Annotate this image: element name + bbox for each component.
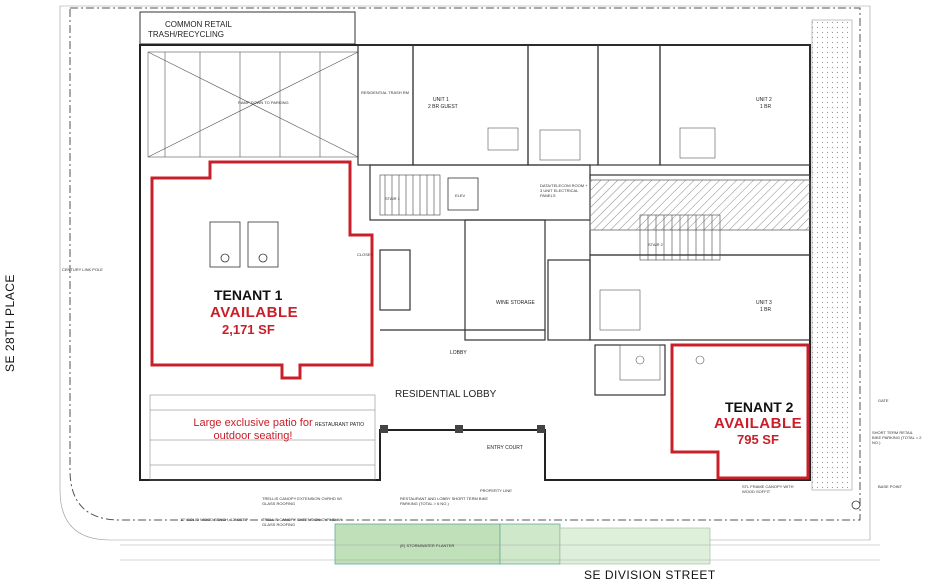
unit3-sub: 1 BR bbox=[760, 307, 772, 313]
tenant2-status: AVAILABLE bbox=[714, 415, 803, 432]
street-label-west: SE 28TH PLACE bbox=[3, 274, 17, 372]
tenant1-area: 2,171 SF bbox=[222, 322, 275, 337]
stormwater-planter bbox=[334, 523, 711, 565]
trellis1-label: TRELLIS CANOPY EXTENSION OVRHD W/ GLASS … bbox=[262, 496, 342, 506]
restaurant-bike-label: RESTAURANT AND LOBBY SHORT TERM BIKE PAR… bbox=[400, 496, 489, 506]
stair-2 bbox=[639, 214, 721, 261]
tenant1-outline bbox=[150, 160, 374, 380]
short-term-bike-label: SHORT TERM RETAIL BIKE PARKING (TOTAL = … bbox=[872, 430, 922, 445]
patio-note-line1: Large exclusive patio for bbox=[193, 417, 313, 429]
entry-court-label: ENTRY COURT bbox=[487, 445, 523, 451]
stl-frame-label: STL FRAME CANOPY WITH WOOD SOFFIT bbox=[742, 484, 794, 494]
unit3-label: UNIT 3 bbox=[756, 300, 772, 306]
east-landscape-strip bbox=[811, 19, 853, 491]
stair-1 bbox=[379, 174, 441, 216]
tenant1-status: AVAILABLE bbox=[210, 304, 299, 321]
base-point-label: BASE POINT bbox=[878, 484, 903, 489]
unit2-sub: 1 BR bbox=[760, 104, 772, 110]
common-retail-label: COMMON RETAIL bbox=[165, 20, 232, 29]
trellis2-label: TRELLIS CANOPY EXTENSION OVRHD W/ GLASS … bbox=[262, 517, 342, 527]
tenant2-area: 795 SF bbox=[737, 432, 779, 447]
street-label-south: SE DIVISION STREET bbox=[584, 568, 716, 582]
tenant2-outline bbox=[670, 343, 810, 480]
stair2-label: STAIR 2 bbox=[648, 242, 663, 247]
tenant2-title: TENANT 2 bbox=[725, 399, 794, 415]
unit-fixtures bbox=[487, 127, 716, 381]
lobby-label: LOBBY bbox=[450, 350, 467, 356]
tenant1-title: TENANT 1 bbox=[214, 287, 283, 303]
sidewalk bbox=[120, 544, 880, 561]
base-point-marker bbox=[851, 500, 861, 510]
stormwater-planter-label: (E) STORMWATER PLANTER bbox=[400, 543, 455, 548]
wine-storage-label: WINE STORAGE bbox=[496, 300, 535, 306]
trash-recycling-label: TRASH/RECYCLING bbox=[148, 30, 225, 39]
unit1-label: UNIT 1 bbox=[433, 97, 449, 103]
ramp-down-label: RAMP DOWN TO PARKING bbox=[238, 100, 289, 105]
residential-lobby-label: RESIDENTIAL LOBBY bbox=[395, 389, 497, 400]
wood-bench-label: 12" SOLID WOOD BENCH, 12" DEEP bbox=[180, 517, 249, 522]
data-telecom-label: DATA/TELECOM ROOM + 3 UNIT ELECTRICAL PA… bbox=[540, 183, 588, 198]
residential-trash-label: RESIDENTIAL TRASH RM bbox=[361, 90, 410, 95]
gate-label: GATE bbox=[878, 398, 889, 403]
restaurant-patio-label: RESTAURANT PATIO bbox=[315, 422, 365, 428]
restrooms bbox=[209, 221, 279, 268]
patio-trellis bbox=[149, 394, 376, 481]
hatched-corridor bbox=[589, 179, 811, 231]
lobby-columns bbox=[380, 425, 545, 433]
property-line-label: PROPERTY LINE bbox=[480, 488, 512, 493]
building-walls bbox=[139, 44, 811, 481]
elev-label: ELEV bbox=[455, 193, 466, 198]
elevator bbox=[447, 177, 479, 211]
century-pole-label: CENTURY LINK POLE bbox=[62, 267, 103, 272]
unit2-label: UNIT 2 bbox=[756, 97, 772, 103]
closet-label: CLOSET bbox=[357, 252, 374, 257]
stair1-label: STAIR 1 bbox=[385, 196, 400, 201]
patio-note-line2: outdoor seating! bbox=[213, 430, 293, 442]
unit1-sub: 2 BR GUEST bbox=[428, 104, 458, 110]
